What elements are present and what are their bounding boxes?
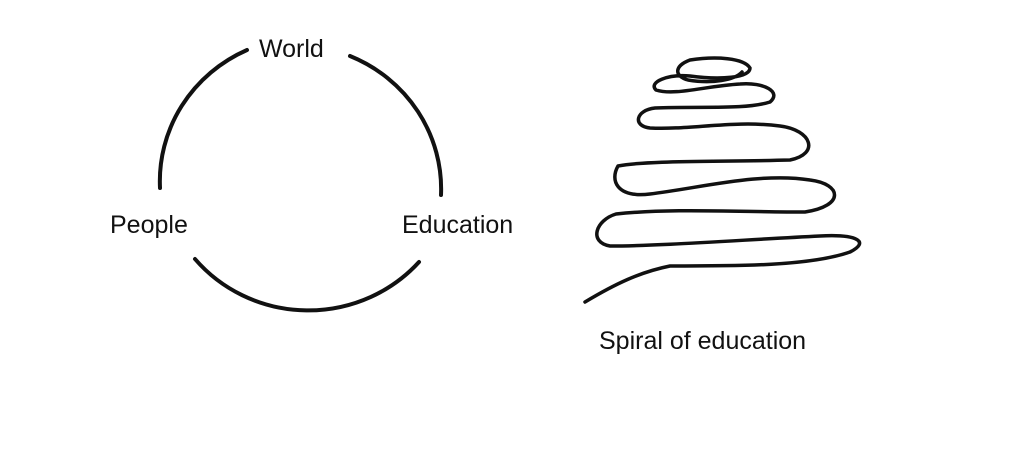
node-education-label: Education	[402, 211, 514, 239]
spiral-diagram	[583, 56, 862, 304]
cycle-diagram	[157, 48, 444, 313]
arc-world-to-education	[348, 54, 444, 197]
arc-people-to-world	[157, 48, 249, 190]
spiral-line	[583, 56, 862, 304]
spiral-caption: Spiral of education	[599, 327, 807, 355]
node-people-label: People	[110, 211, 188, 239]
arc-education-to-people	[193, 257, 421, 313]
node-world-label: World	[259, 35, 324, 63]
